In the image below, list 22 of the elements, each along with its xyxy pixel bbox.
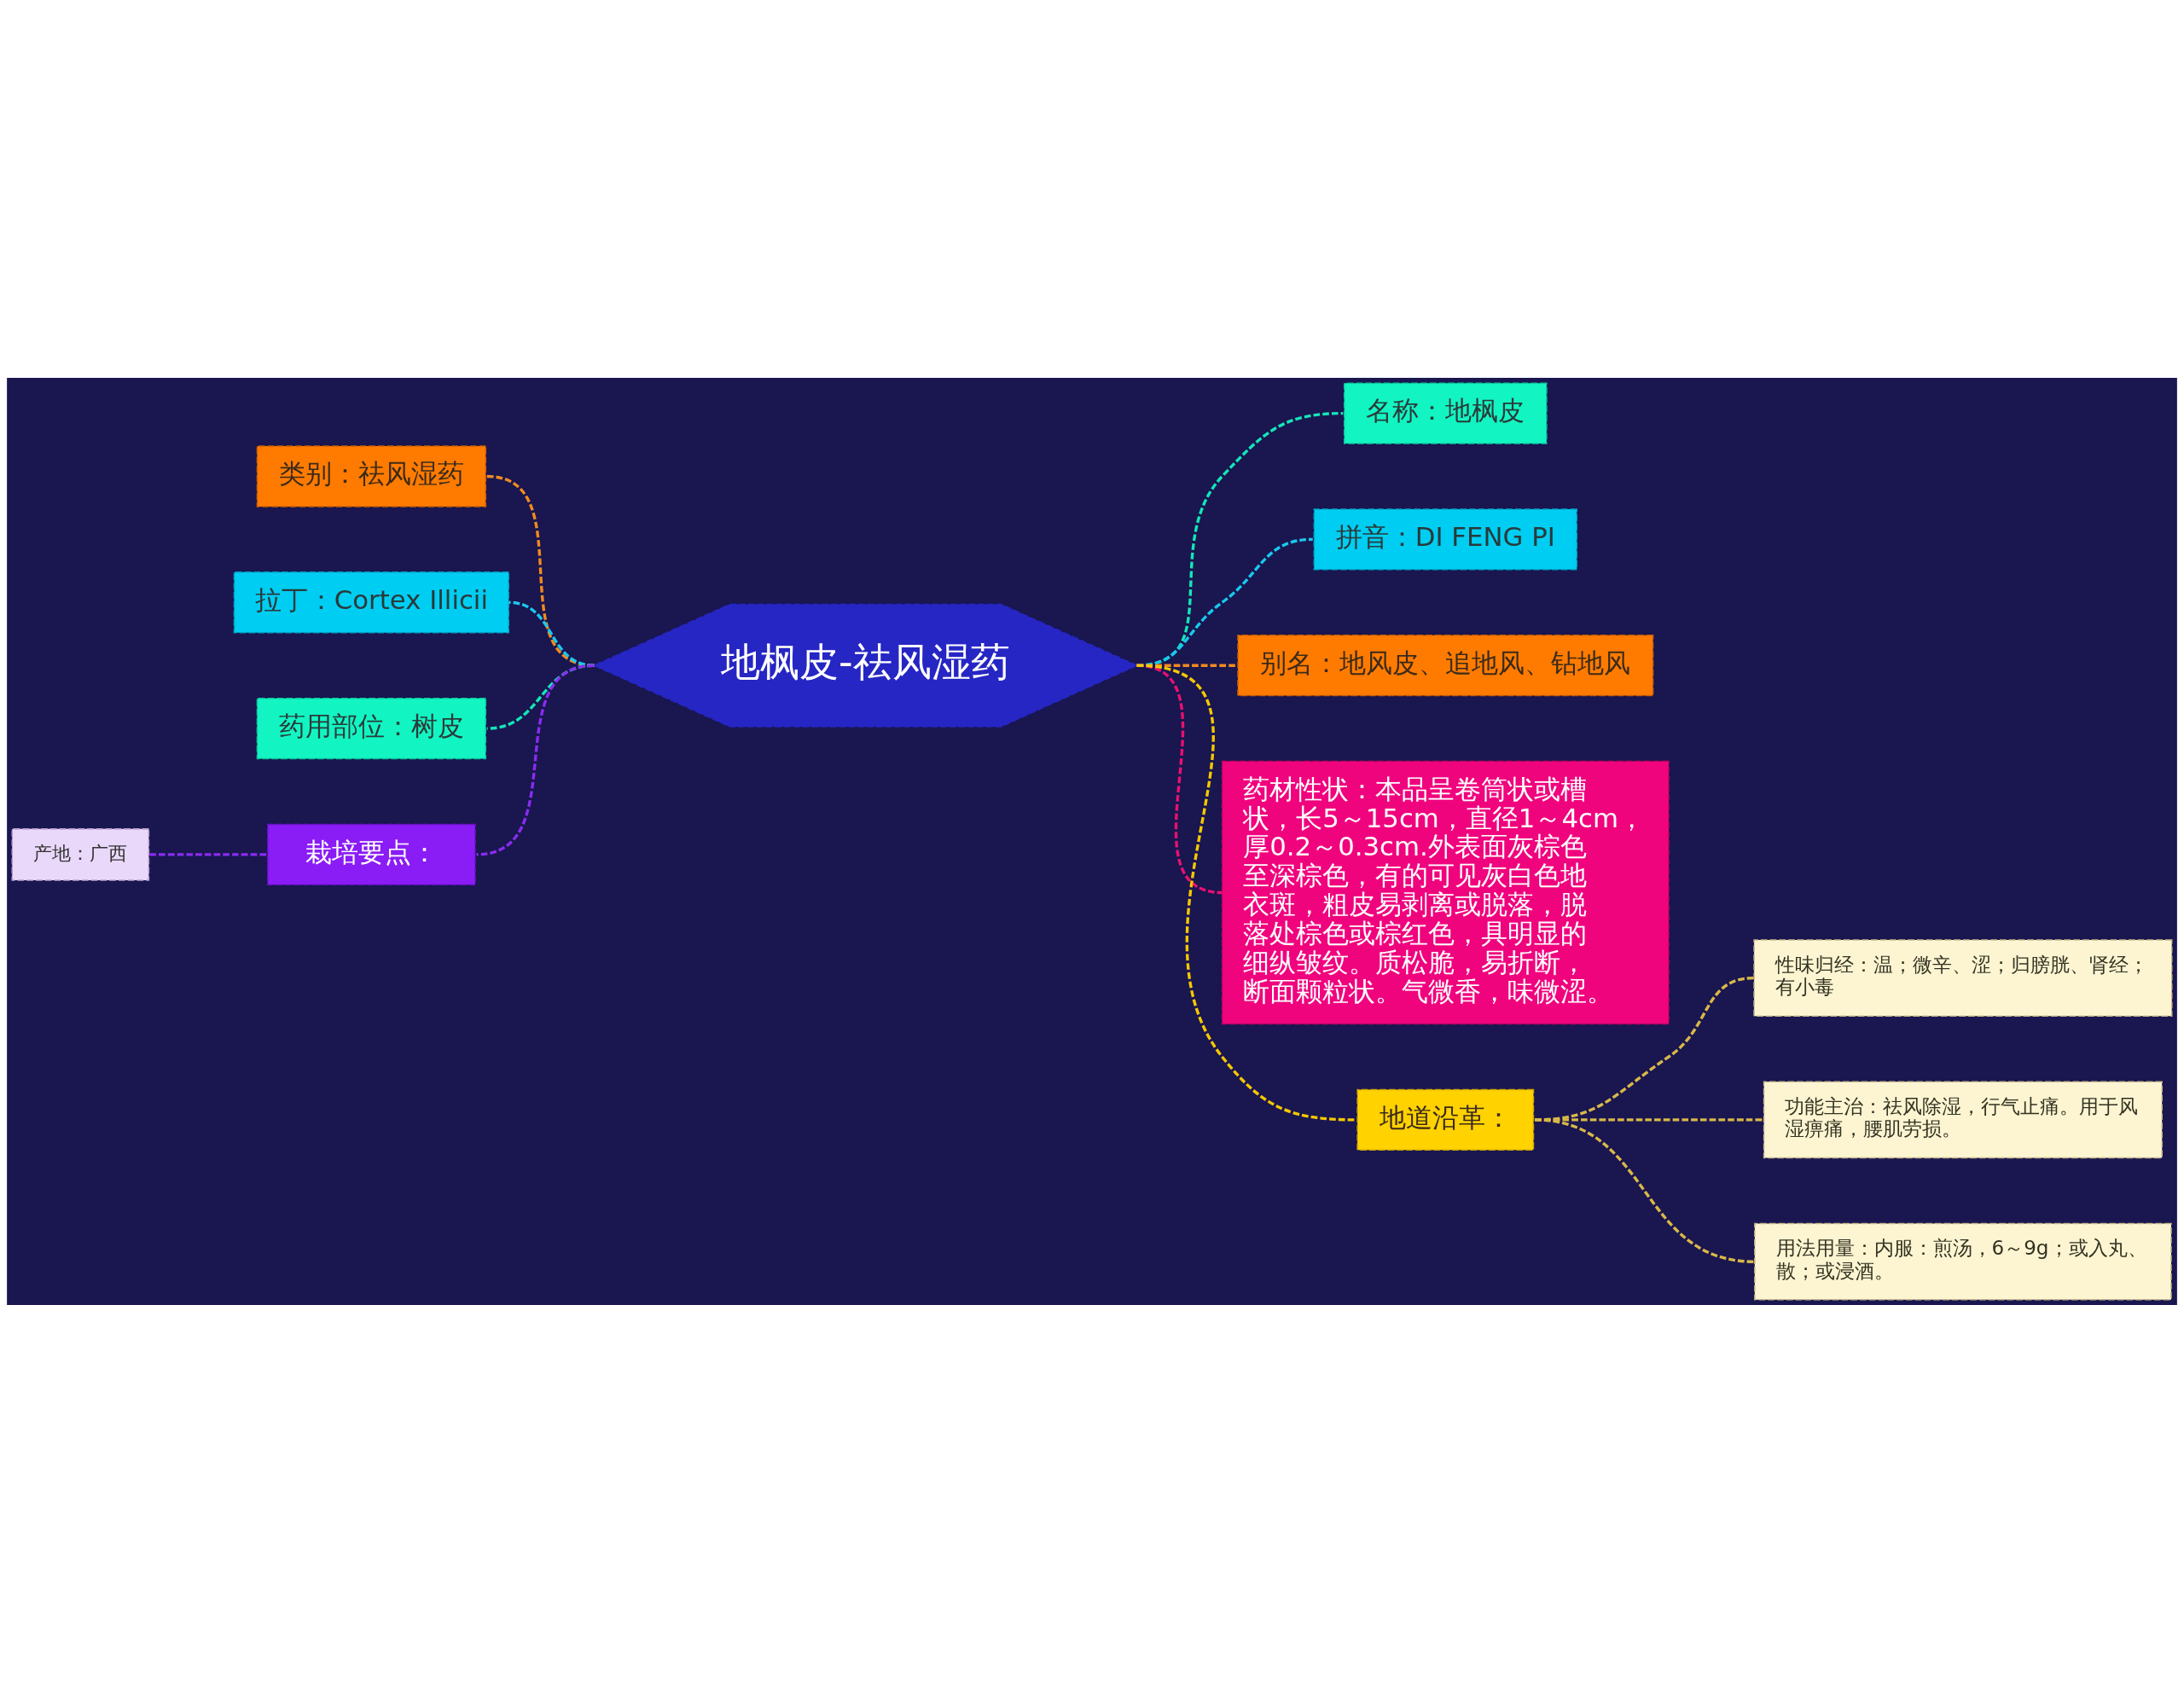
node-box: 栽培要点： bbox=[267, 823, 476, 885]
connector bbox=[486, 474, 595, 667]
node-box: 性味归经：温；微辛、涩；归膀胱、肾经；有小毒 bbox=[1753, 938, 2173, 1017]
connector bbox=[1534, 1117, 1755, 1263]
node-box: 药用部位：树皮 bbox=[256, 697, 487, 759]
connector bbox=[1136, 537, 1313, 667]
node-box: 药材性状：本品呈卷筒状或槽状，长5～15cm，直径1～4cm，厚0.2～0.3cm.外表面灰棕色至深棕色，有的可见灰白色地衣斑，粗皮易剥离或脱落，脱落处棕色或棕红色，具明显的细纵皱纹。质松脆，易折断，断面颗粒状。气微香，味微涩。 bbox=[1221, 760, 1670, 1024]
node-box: 产地：广西 bbox=[11, 827, 150, 881]
connector bbox=[148, 852, 267, 856]
node-box: 拼音：DI FENG PI bbox=[1313, 508, 1577, 571]
connector bbox=[476, 664, 595, 856]
node-box: 拉丁：Cortex Illicii bbox=[233, 571, 510, 633]
connector bbox=[1136, 411, 1344, 667]
node-box: 功能主治：祛风除湿，行气止痛。用于风湿痹痛，腰肌劳损。 bbox=[1763, 1081, 2163, 1158]
node-box: 地道沿革： bbox=[1356, 1088, 1535, 1151]
connector bbox=[508, 600, 595, 667]
connector bbox=[1136, 664, 1237, 667]
node-box: 类别：祛风湿药 bbox=[256, 444, 487, 508]
node-box: 别名：地风皮、追地风、钻地风 bbox=[1237, 634, 1654, 696]
node-box: 名称：地枫皮 bbox=[1343, 381, 1548, 444]
node-box: 用法用量：内服：煎汤，6～9g；或入丸、散；或浸酒。 bbox=[1754, 1222, 2172, 1301]
connector bbox=[1136, 664, 1356, 1122]
